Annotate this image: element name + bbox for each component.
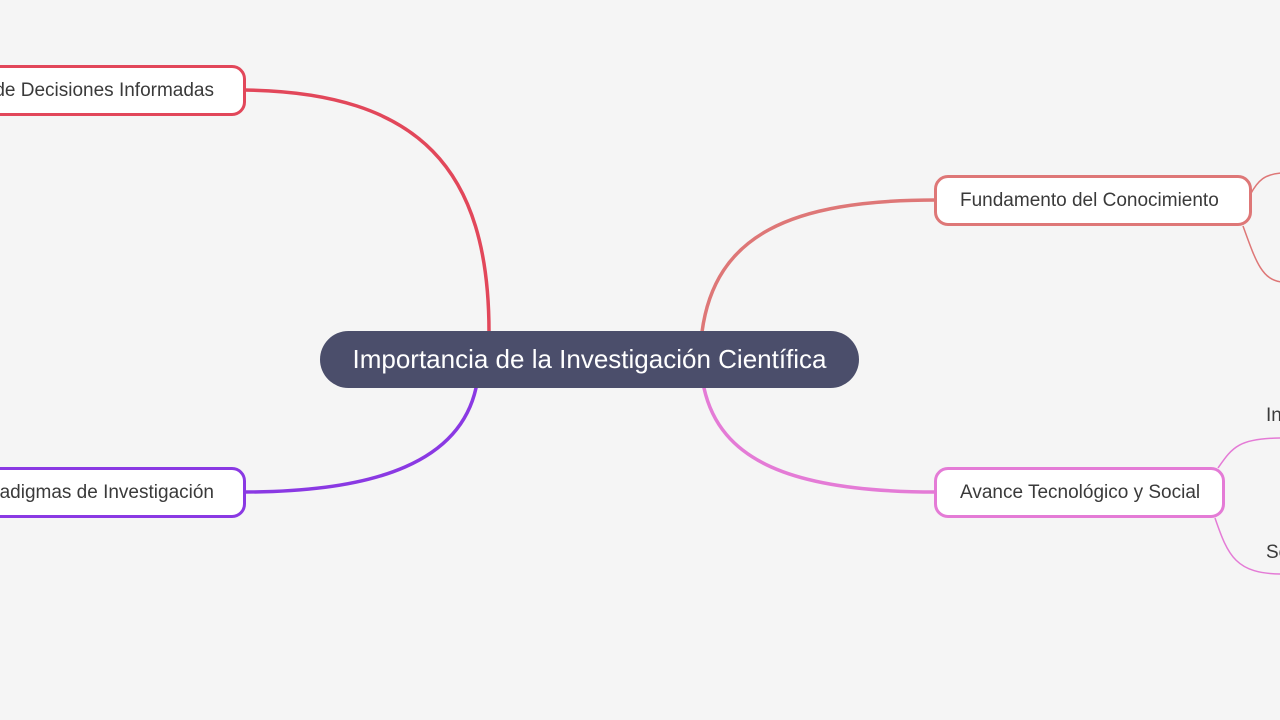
topic-fundamento-del-conocimiento[interactable]: Fundamento del Conocimiento [934, 175, 1252, 226]
connector-fundamento [700, 198, 938, 334]
topic-label: Paradigmas de Investigación [0, 481, 214, 503]
connector-avance [702, 386, 938, 494]
subtopic-avance-2[interactable]: Se [1266, 542, 1280, 563]
connector-decisiones [242, 88, 491, 334]
connector-fundamento-sub-1 [1249, 172, 1280, 196]
topic-avance-tecnologico-y-social[interactable]: Avance Tecnológico y Social [934, 467, 1225, 518]
topic-paradigmas-de-investigacion[interactable]: Paradigmas de Investigación [0, 467, 246, 518]
connector-paradigmas [242, 386, 478, 494]
topic-toma-de-decisiones[interactable]: Toma de Decisiones Informadas [0, 65, 246, 116]
central-topic[interactable]: Importancia de la Investigación Científi… [320, 331, 859, 388]
topic-label: Fundamento del Conocimiento [960, 189, 1219, 211]
connector-avance-sub-1 [1217, 437, 1280, 469]
topic-label: Avance Tecnológico y Social [960, 481, 1201, 503]
subtopic-avance-1[interactable]: In [1266, 405, 1280, 426]
connector-avance-sub-2 [1214, 517, 1280, 575]
central-topic-label: Importancia de la Investigación Científi… [352, 344, 827, 374]
connector-fundamento-sub-2 [1242, 225, 1280, 283]
topic-label: Toma de Decisiones Informadas [0, 79, 214, 101]
